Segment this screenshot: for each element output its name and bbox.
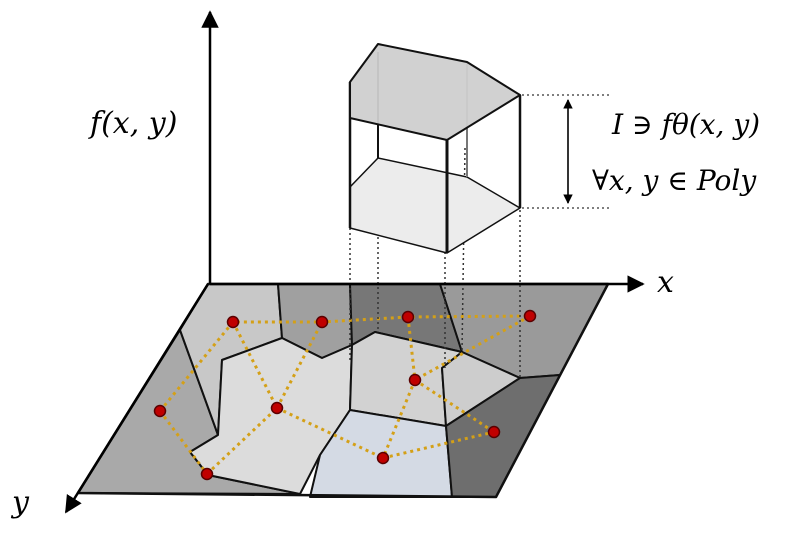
graph-node — [523, 309, 537, 323]
graph-node — [200, 467, 214, 481]
prism-top-face — [349, 43, 521, 141]
graph-nodes — [153, 309, 537, 481]
graph-node — [270, 401, 284, 415]
prism-bottom-face — [349, 157, 521, 254]
axes — [64, 10, 645, 514]
interval-guides — [522, 94, 612, 209]
x-axis-label: x — [657, 265, 674, 300]
graph-node — [408, 373, 422, 387]
graph-node — [153, 404, 167, 418]
f-axis-label: f(x, y) — [88, 106, 177, 141]
graph-node — [401, 310, 415, 324]
graph-node — [376, 451, 390, 465]
y-axis-line — [64, 283, 210, 514]
interval-label: I ∋ fθ(x, y) — [611, 108, 760, 141]
prism — [348, 43, 522, 254]
graph-node — [315, 315, 329, 329]
graph-node — [226, 315, 240, 329]
projection-lines — [349, 147, 521, 378]
y-axis-label: y — [10, 485, 30, 520]
graph-node — [487, 425, 501, 439]
domain-label: ∀x, y ∈ Poly — [592, 164, 757, 197]
voronoi-plane — [76, 282, 610, 499]
